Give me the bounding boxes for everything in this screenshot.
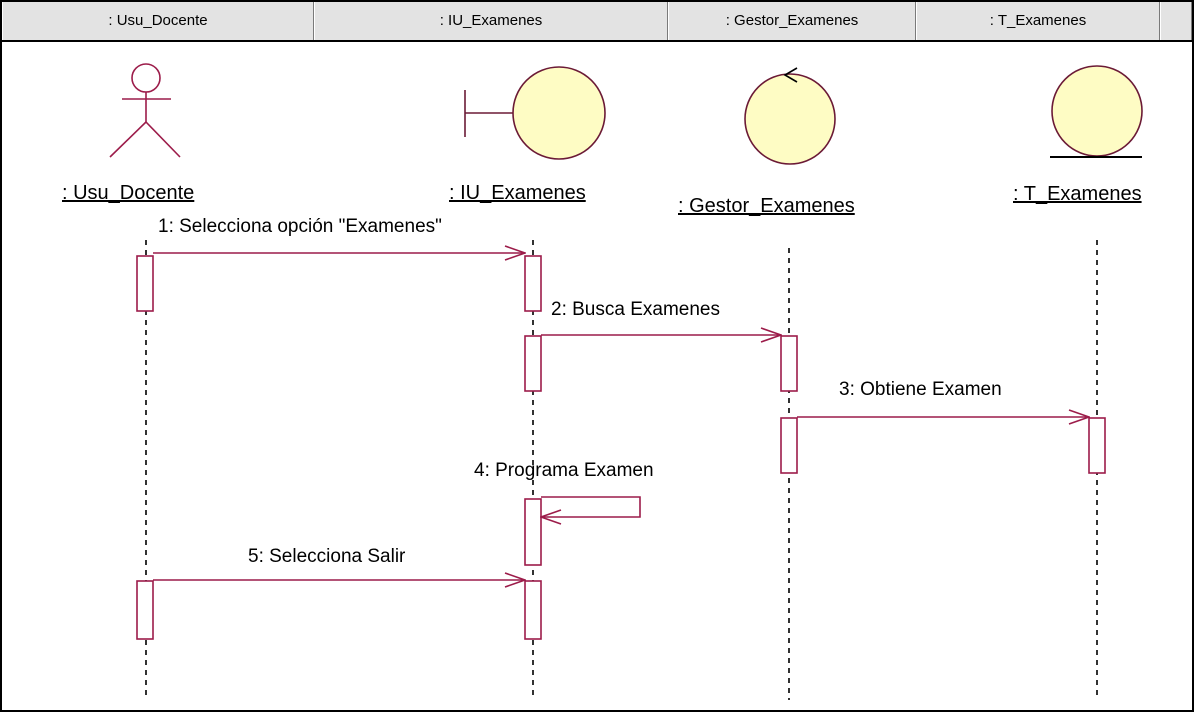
lifeline-name-gestor-examenes: : Gestor_Examenes [678, 195, 855, 217]
lifeline-name-iu-examenes: : IU_Examenes [449, 182, 586, 204]
activation-usu-docente-2 [136, 580, 154, 640]
activation-t-examenes-1 [1088, 417, 1106, 474]
boundary-icon[interactable] [464, 66, 606, 160]
entity-icon[interactable] [1050, 65, 1143, 158]
message-2-label: 2: Busca Examenes [551, 299, 720, 320]
lifeline-header-bar: : Usu_Docente : IU_Examenes : Gestor_Exa… [2, 2, 1192, 42]
message-1-label: 1: Selecciona opción "Examenes" [158, 216, 442, 237]
lifeline-name-usu-docente: : Usu_Docente [62, 182, 194, 204]
activation-gestor-examenes-1 [780, 335, 798, 392]
header-column-gestor-examenes[interactable]: : Gestor_Examenes [668, 2, 916, 40]
header-column-iu-examenes[interactable]: : IU_Examenes [314, 2, 668, 40]
control-icon[interactable] [744, 67, 836, 165]
message-5-label: 5: Selecciona Salir [248, 546, 406, 567]
activation-iu-examenes-2 [524, 335, 542, 392]
message-4-self-arrow[interactable] [541, 496, 641, 517]
activation-boxes [136, 255, 1106, 640]
header-column-usu-docente[interactable]: : Usu_Docente [2, 2, 314, 40]
activation-gestor-examenes-2 [780, 417, 798, 474]
activation-iu-examenes-1 [524, 255, 542, 312]
message-3-label: 3: Obtiene Examen [839, 379, 1002, 400]
activation-iu-examenes-4 [524, 580, 542, 640]
header-column-empty [1160, 2, 1192, 40]
message-4-label: 4: Programa Examen [474, 460, 654, 481]
activation-usu-docente-1 [136, 255, 154, 312]
header-column-t-examenes[interactable]: : T_Examenes [916, 2, 1160, 40]
actor-icon[interactable] [109, 63, 181, 158]
activation-iu-examenes-3 [524, 498, 542, 566]
lifeline-name-t-examenes: : T_Examenes [1013, 183, 1142, 205]
